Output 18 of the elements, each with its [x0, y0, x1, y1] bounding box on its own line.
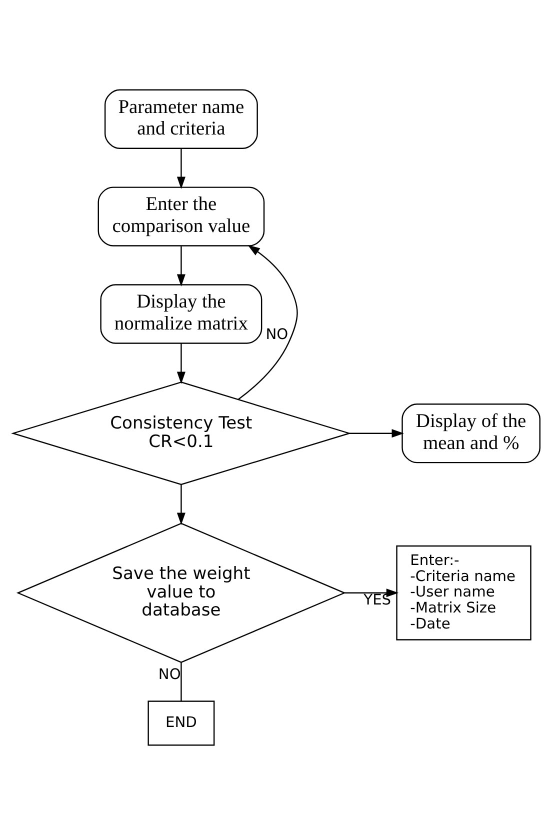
- node-box: Enter:- -Criteria name -User name -Matrix Size -Date: [396, 544, 532, 640]
- node-box: END: [148, 700, 215, 746]
- arrow: [176, 484, 186, 524]
- arrow: [176, 343, 186, 384]
- node-box: Display of the mean and %: [402, 403, 540, 463]
- node-box: Display the normalize matrix: [100, 284, 262, 344]
- node-box: Enter the comparison value: [98, 186, 265, 246]
- arrow: [349, 428, 404, 438]
- node-diamond: Consistency Test CR<0.1: [11, 381, 352, 485]
- arrow: [176, 246, 186, 286]
- connector: [180, 662, 182, 700]
- node-box: Parameter name and criteria: [104, 88, 258, 148]
- edge-label: NO: [158, 665, 181, 682]
- edge-label: YES: [364, 591, 392, 608]
- edge-label: NO: [266, 325, 288, 342]
- node-diamond: Save the weight value to database: [16, 522, 346, 662]
- arrow: [176, 148, 186, 188]
- arrow: [238, 244, 298, 400]
